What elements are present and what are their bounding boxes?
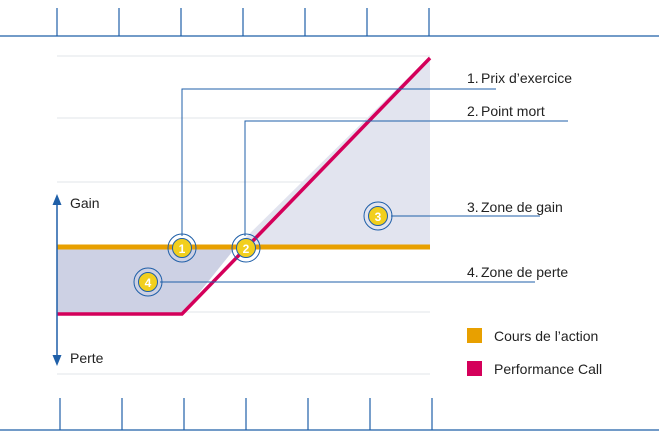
svg-text:Prix d’exercice: Prix d’exercice	[481, 70, 572, 86]
gain-zone	[236, 56, 430, 247]
callout-label-1: 1. Prix d’exercice	[467, 70, 572, 86]
svg-text:1.: 1.	[467, 70, 479, 86]
arrow-down-icon	[52, 355, 62, 366]
marker-2: 2	[231, 233, 261, 263]
leader-lines	[160, 88, 568, 283]
svg-text:2.: 2.	[467, 103, 479, 119]
svg-text:4.: 4.	[467, 264, 479, 280]
loss-label: Perte	[70, 350, 104, 366]
arrow-up-icon	[52, 194, 62, 205]
svg-text:2: 2	[243, 242, 250, 256]
bottom-ticks	[59, 398, 433, 430]
svg-text:Zone de perte: Zone de perte	[481, 264, 568, 280]
y-axis-arrow	[52, 194, 62, 366]
legend-label-call-performance: Performance Call	[494, 361, 602, 377]
marker-1: 1	[167, 233, 197, 263]
gain-label: Gain	[70, 195, 100, 211]
legend: Cours de l’action Performance Call	[467, 328, 602, 377]
marker-4: 4	[133, 267, 163, 297]
svg-text:3.: 3.	[467, 199, 479, 215]
callout-label-3: 3. Zone de gain	[467, 199, 563, 215]
legend-label-stock-price: Cours de l’action	[494, 328, 598, 344]
svg-text:1: 1	[179, 242, 186, 256]
svg-text:3: 3	[375, 210, 382, 224]
leader-line-2	[244, 120, 568, 236]
callout-label-4: 4. Zone de perte	[467, 264, 568, 280]
marker-3: 3	[363, 201, 393, 231]
svg-text:Point mort: Point mort	[481, 103, 545, 119]
svg-text:Zone de gain: Zone de gain	[481, 199, 563, 215]
top-ticks	[56, 8, 430, 36]
call-performance-line	[57, 56, 432, 316]
leader-line-1	[181, 88, 496, 236]
callout-label-2: 2. Point mort	[467, 103, 545, 119]
svg-text:4: 4	[145, 276, 152, 290]
legend-swatch-call-performance	[467, 361, 482, 376]
legend-swatch-stock-price	[467, 328, 482, 343]
